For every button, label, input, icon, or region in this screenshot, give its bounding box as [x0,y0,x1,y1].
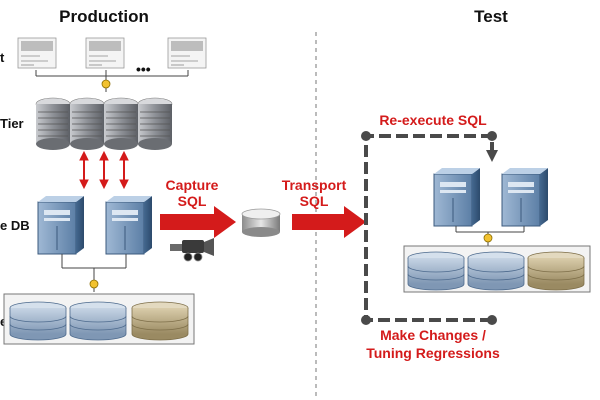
rack-server-icon [103,97,139,151]
production-db-server-icon [105,195,153,255]
database-label: e DB [0,218,30,233]
test-db-server-icon [433,167,481,227]
middle-tier-label: Tier [0,116,24,131]
tier-db-arrows [79,150,129,190]
camcorder-icon [170,238,214,262]
rack-server-icon [35,97,71,151]
loop-node-icon [487,315,497,325]
test-title: Test [474,7,508,26]
disk-stack-icon [9,301,67,341]
loop-node-icon [361,315,371,325]
hub-node-icon [101,79,111,89]
test-db-server-icon [501,167,549,227]
more-clients-ellipsis: ••• [136,61,151,77]
replay-loop [361,131,498,325]
rack-server-icon [137,97,173,151]
client-label: t [0,50,5,65]
disk-stack-icon [131,301,189,341]
hub-node-icon [89,279,99,289]
rack-server-icon [69,97,105,151]
disk-stack-icon [467,251,525,291]
transport-sql-label-line2: SQL [300,193,329,209]
transport-arrow-icon [292,206,366,238]
client-icons: ••• [17,37,207,77]
label-backdrop [362,110,504,130]
production-db-server-icon [37,195,85,255]
transport-sql-label-line1: Transport [282,177,347,193]
client-screen-icon [167,37,207,69]
loop-node-icon [487,131,497,141]
client-screen-icon [17,37,57,69]
hub-node-icon [483,233,493,243]
loop-arrowhead-icon [486,150,498,162]
make-changes-label-line2: Tuning Regressions [366,345,500,361]
capture-sql-label-line2: SQL [178,193,207,209]
loop-node-icon [361,131,371,141]
capture-arrow-icon [160,206,236,238]
disk-stack-icon [527,251,585,291]
make-changes-label-line1: Make Changes / [380,327,486,343]
middle-tier-racks [35,97,173,151]
disk-stack-icon [69,301,127,341]
capture-sql-label-line1: Capture [166,177,219,193]
production-title: Production [59,7,149,26]
capture-file-icon [241,208,281,237]
client-screen-icon [85,37,125,69]
disk-stack-icon [407,251,465,291]
reexecute-sql-label: Re-execute SQL [379,112,487,128]
